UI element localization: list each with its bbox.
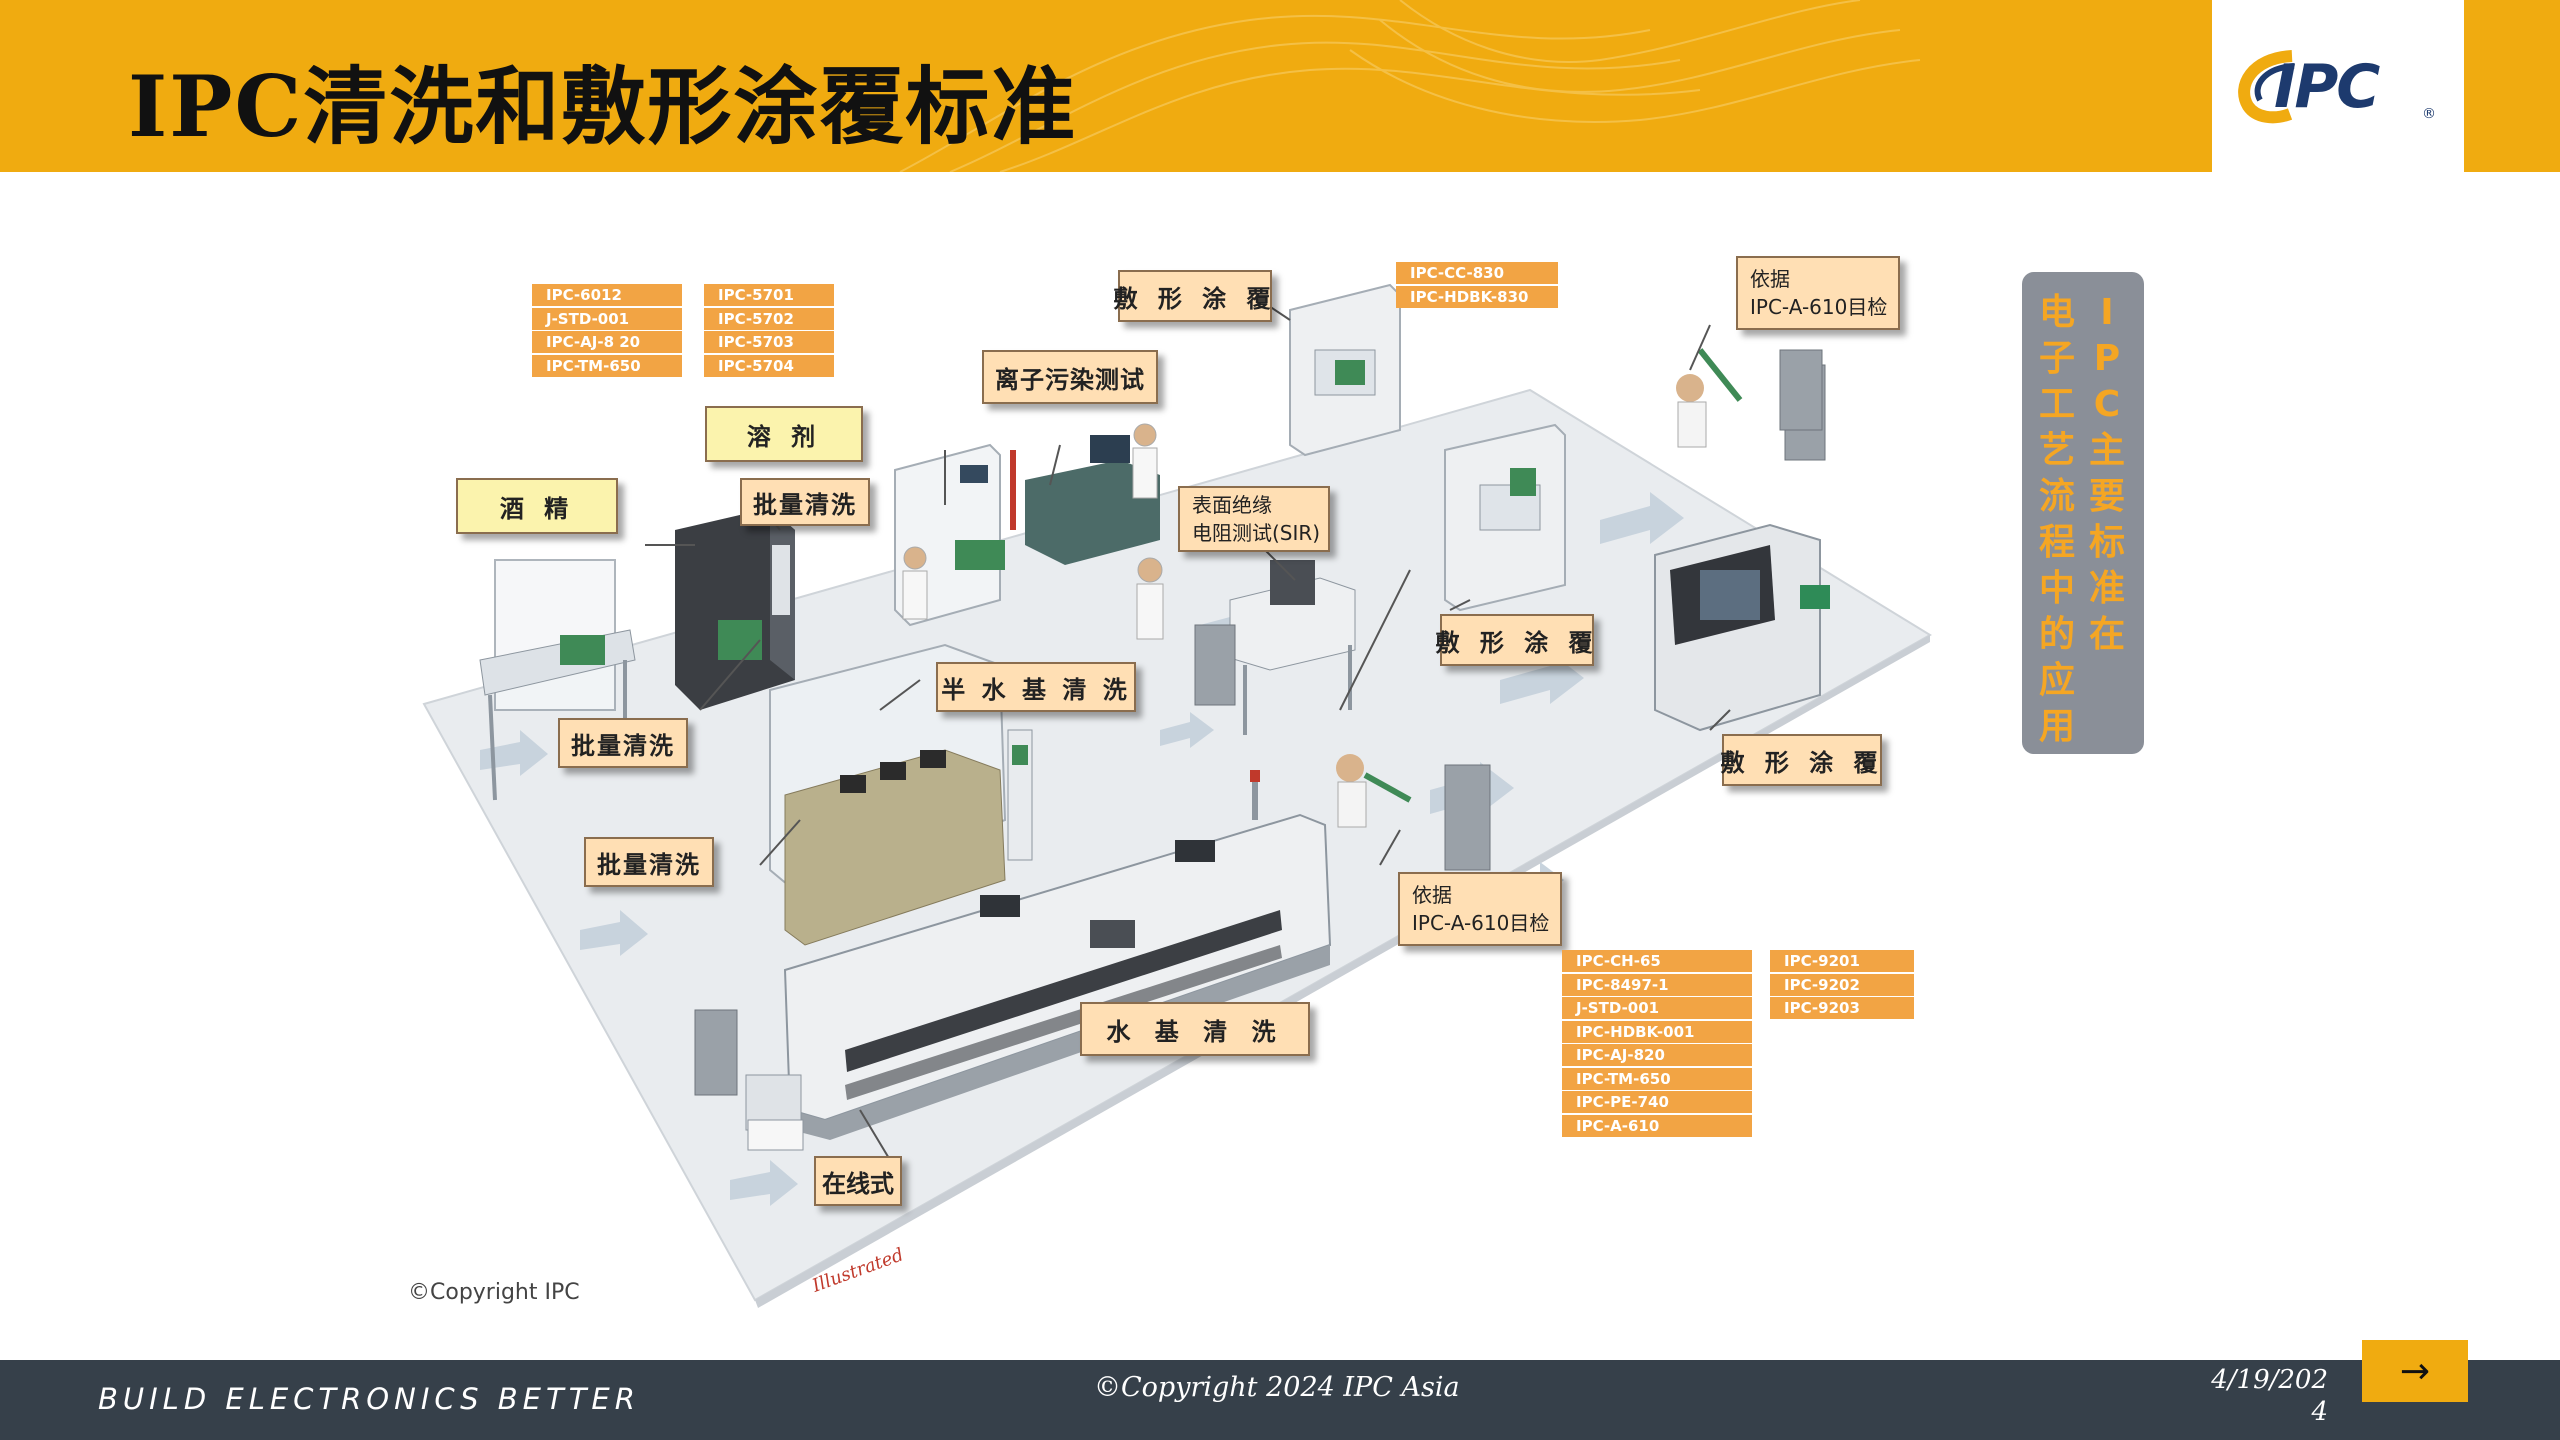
side-char: C <box>2093 384 2121 425</box>
standard-item: IPC-5704 <box>704 354 834 377</box>
side-char: 应 <box>2038 660 2075 701</box>
slide-title: IPC清洗和敷形涂覆标准 <box>128 57 1078 156</box>
standard-item: IPC-CC-830 <box>1396 262 1558 284</box>
standard-item: IPC-5701 <box>704 284 834 306</box>
footer-date: 4/19/2024 <box>2211 1365 2328 1427</box>
side-char: 标 <box>2088 522 2125 563</box>
side-char: 在 <box>2088 614 2125 655</box>
sink-station <box>479 559 636 801</box>
header-contour-pattern <box>899 0 1921 172</box>
factory-scene: Illustrated 酒 精 溶 剂 批量清洗 批量清洗 批量清洗 半 水 基… <box>400 240 1940 1340</box>
standards-list-b: IPC-5701 IPC-5702 IPC-5703 IPC-5704 <box>704 284 834 378</box>
side-char: 的 <box>2038 614 2075 655</box>
side-char: 子 <box>2038 338 2075 379</box>
tower-light <box>1252 775 1258 820</box>
inline-aqueous-cleaner <box>745 813 1332 1151</box>
label-coating-mid: 敷 形 涂 覆 <box>1435 614 1594 666</box>
label-alcohol: 酒 精 <box>456 478 618 534</box>
side-char: 准 <box>2088 568 2125 609</box>
standard-item: IPC-A-610 <box>1562 1114 1752 1137</box>
operator-figures <box>902 423 1164 640</box>
standard-item: IPC-HDBK-830 <box>1396 285 1558 308</box>
side-char: 中 <box>2038 568 2075 609</box>
label-inspect-top-line2: IPC-A-610目检 <box>1750 295 1888 319</box>
logo-swoosh-icon <box>2238 50 2295 124</box>
label-aqueous: 水 基 清 洗 <box>1080 1002 1310 1056</box>
footer-tagline: BUILD ELECTRONICS BETTER <box>98 1382 640 1416</box>
standard-item: IPC-TM-650 <box>532 354 682 377</box>
standards-list-e: IPC-9201 IPC-9202 IPC-9203 <box>1770 950 1914 1021</box>
side-char: 艺 <box>2038 430 2075 471</box>
label-inspect-bottom-line2: IPC-A-610目检 <box>1412 911 1550 935</box>
standard-item: IPC-9203 <box>1770 997 1914 1019</box>
side-char: P <box>2093 338 2121 379</box>
label-ionic-test: 离子污染测试 <box>982 350 1158 404</box>
label-inspect-bottom: 依据 IPC-A-610目检 <box>1398 872 1562 946</box>
side-char: 主 <box>2088 430 2125 471</box>
standard-item: IPC-AJ-8 20 <box>532 331 682 353</box>
label-batch-clean-top: 批量清洗 <box>740 478 870 526</box>
standards-list-d: IPC-CH-65 IPC-8497-1 J-STD-001 IPC-HDBK-… <box>1562 950 1752 1138</box>
label-semi-aqueous: 半 水 基 清 洗 <box>936 662 1136 712</box>
side-char: 用 <box>2038 706 2075 747</box>
side-caption-panel: 电 子 工 艺 流 程 中 的 应 用 I P C 主 要 标 准 在 <box>2022 272 2144 754</box>
selective-coating-machine <box>1654 523 1830 732</box>
label-inline: 在线式 <box>814 1156 902 1206</box>
side-char: 程 <box>2038 522 2075 563</box>
label-inspect-top-line1: 依据 <box>1750 267 1790 291</box>
label-solvent: 溶 剂 <box>705 406 863 462</box>
logo-registered-mark: ® <box>2422 106 2436 122</box>
label-sir-test: 表面绝缘 电阻测试(SIR) <box>1178 486 1330 552</box>
logo-wordmark: IPC <box>2274 52 2380 122</box>
side-caption-column-right: I P C 主 要 标 准 在 <box>2084 290 2130 658</box>
side-char: 电 <box>2038 292 2075 333</box>
label-inspect-bottom-line1: 依据 <box>1412 883 1452 907</box>
footer-bar <box>0 1360 2560 1440</box>
footer-copyright: ©Copyright 2024 IPC Asia <box>1094 1372 1460 1403</box>
standard-item: IPC-5702 <box>704 307 834 330</box>
standard-item: IPC-HDBK-001 <box>1562 1020 1752 1043</box>
label-batch-clean-mid: 批量清洗 <box>584 837 714 887</box>
label-sir-line2: 电阻测试(SIR) <box>1192 521 1321 545</box>
ionic-test-bench <box>1010 435 1160 565</box>
ipc-logo: IPC ® <box>2212 0 2464 172</box>
right-arrow-icon: → <box>2399 1350 2431 1392</box>
standard-item: IPC-AJ-820 <box>1562 1044 1752 1066</box>
standard-item: IPC-TM-650 <box>1562 1067 1752 1090</box>
standard-item: J-STD-001 <box>1562 997 1752 1019</box>
sir-tester <box>1229 560 1356 735</box>
coating-cabinet-top <box>1289 283 1401 457</box>
image-copyright: ©Copyright IPC <box>408 1280 580 1305</box>
side-char: 流 <box>2038 476 2075 517</box>
label-sir-line1: 表面绝缘 <box>1192 493 1272 517</box>
side-char: 工 <box>2038 384 2075 425</box>
label-coating-right: 敷 形 涂 覆 <box>1720 734 1882 786</box>
header-bar: IPC清洗和敷形涂覆标准 <box>0 0 2560 172</box>
label-coating-top: 敷 形 涂 覆 <box>1113 270 1272 322</box>
next-slide-button[interactable]: → <box>2362 1340 2468 1402</box>
side-char: I <box>2100 292 2114 333</box>
side-char: 要 <box>2088 476 2125 517</box>
standards-list-c: IPC-CC-830 IPC-HDBK-830 <box>1396 262 1558 309</box>
standard-item: IPC-6012 <box>532 284 682 306</box>
rack-carts <box>694 349 1823 1096</box>
batch-cleaner-machine <box>675 508 795 710</box>
side-caption-column-left: 电 子 工 艺 流 程 中 的 应 用 <box>2034 290 2080 750</box>
standards-list-a: IPC-6012 J-STD-001 IPC-AJ-8 20 IPC-TM-65… <box>532 284 682 378</box>
standard-item: IPC-CH-65 <box>1562 950 1752 972</box>
standard-item: IPC-5703 <box>704 331 834 353</box>
standard-item: J-STD-001 <box>532 307 682 330</box>
coating-cabinet-mid <box>1444 423 1566 612</box>
label-inspect-top: 依据 IPC-A-610目检 <box>1736 256 1900 330</box>
factory-floor-illustration: Illustrated <box>422 283 1932 1308</box>
label-batch-clean-left: 批量清洗 <box>558 718 688 768</box>
standard-item: IPC-9202 <box>1770 973 1914 996</box>
standard-item: IPC-8497-1 <box>1562 973 1752 996</box>
standard-item: IPC-PE-740 <box>1562 1091 1752 1113</box>
inspection-station-bottom <box>1336 754 1491 871</box>
standard-item: IPC-9201 <box>1770 950 1914 972</box>
